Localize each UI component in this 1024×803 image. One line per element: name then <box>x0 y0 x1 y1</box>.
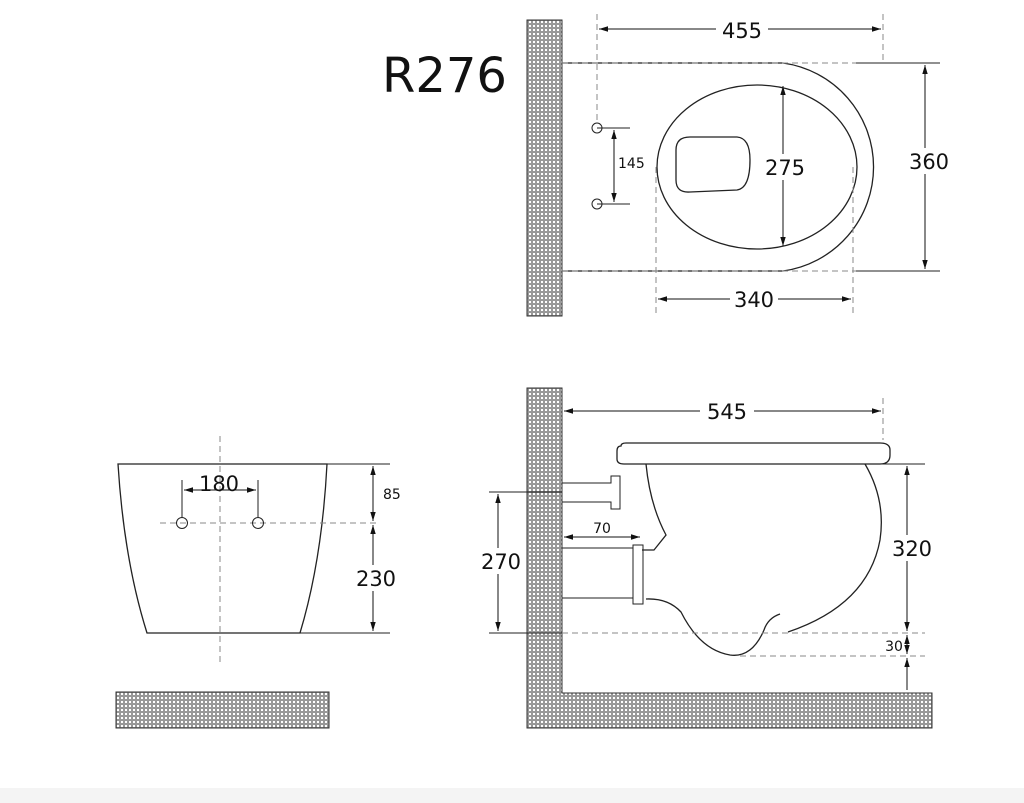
side-view-seat <box>616 442 891 465</box>
side-view-inlet-pipe <box>632 544 644 605</box>
side-view-outlet-pipe <box>562 475 621 510</box>
top-view-bowl <box>656 84 858 250</box>
label-backdrop <box>700 399 754 423</box>
side-view-front-curve <box>642 463 667 551</box>
top-view: 455 360 275 340 145 <box>526 14 953 317</box>
dim-275-label: 275 <box>765 156 805 180</box>
label-backdrop <box>730 287 778 311</box>
dim-455-label: 455 <box>722 19 762 43</box>
label-backdrop <box>888 535 936 561</box>
label-backdrop <box>716 18 768 42</box>
dim-340-label: 340 <box>734 288 774 312</box>
dim-360-label: 360 <box>909 150 949 174</box>
label-backdrop <box>478 548 524 574</box>
dim-545-label: 545 <box>707 400 747 424</box>
side-view: 545 320 270 70 30 <box>478 387 936 729</box>
dim-320-label: 320 <box>892 537 932 561</box>
label-backdrop <box>354 565 398 591</box>
front-view-floor <box>115 691 330 729</box>
label-backdrop <box>762 154 808 180</box>
label-backdrop <box>905 148 953 174</box>
bottom-strip <box>0 788 1024 803</box>
top-view-drain <box>675 136 751 193</box>
dim-70-label: 70 <box>593 521 611 537</box>
dim-30-label: 30 <box>885 639 903 655</box>
top-view-outline <box>562 62 875 272</box>
dim-270-label: 270 <box>481 550 521 574</box>
front-bolt-hole-1 <box>176 517 188 529</box>
model-title: R276 <box>382 48 507 104</box>
dim-145-label: 145 <box>618 156 645 172</box>
front-view: 180 85 230 <box>115 436 401 729</box>
front-bolt-hole-2 <box>252 517 264 529</box>
dim-230-label: 230 <box>356 567 396 591</box>
top-view-wall <box>526 19 563 317</box>
dim-180-label: 180 <box>199 472 239 496</box>
dim-85-label: 85 <box>383 487 401 503</box>
side-view-back-curve <box>787 463 882 633</box>
side-view-trap <box>645 598 781 656</box>
side-view-wall-floor <box>526 387 933 729</box>
